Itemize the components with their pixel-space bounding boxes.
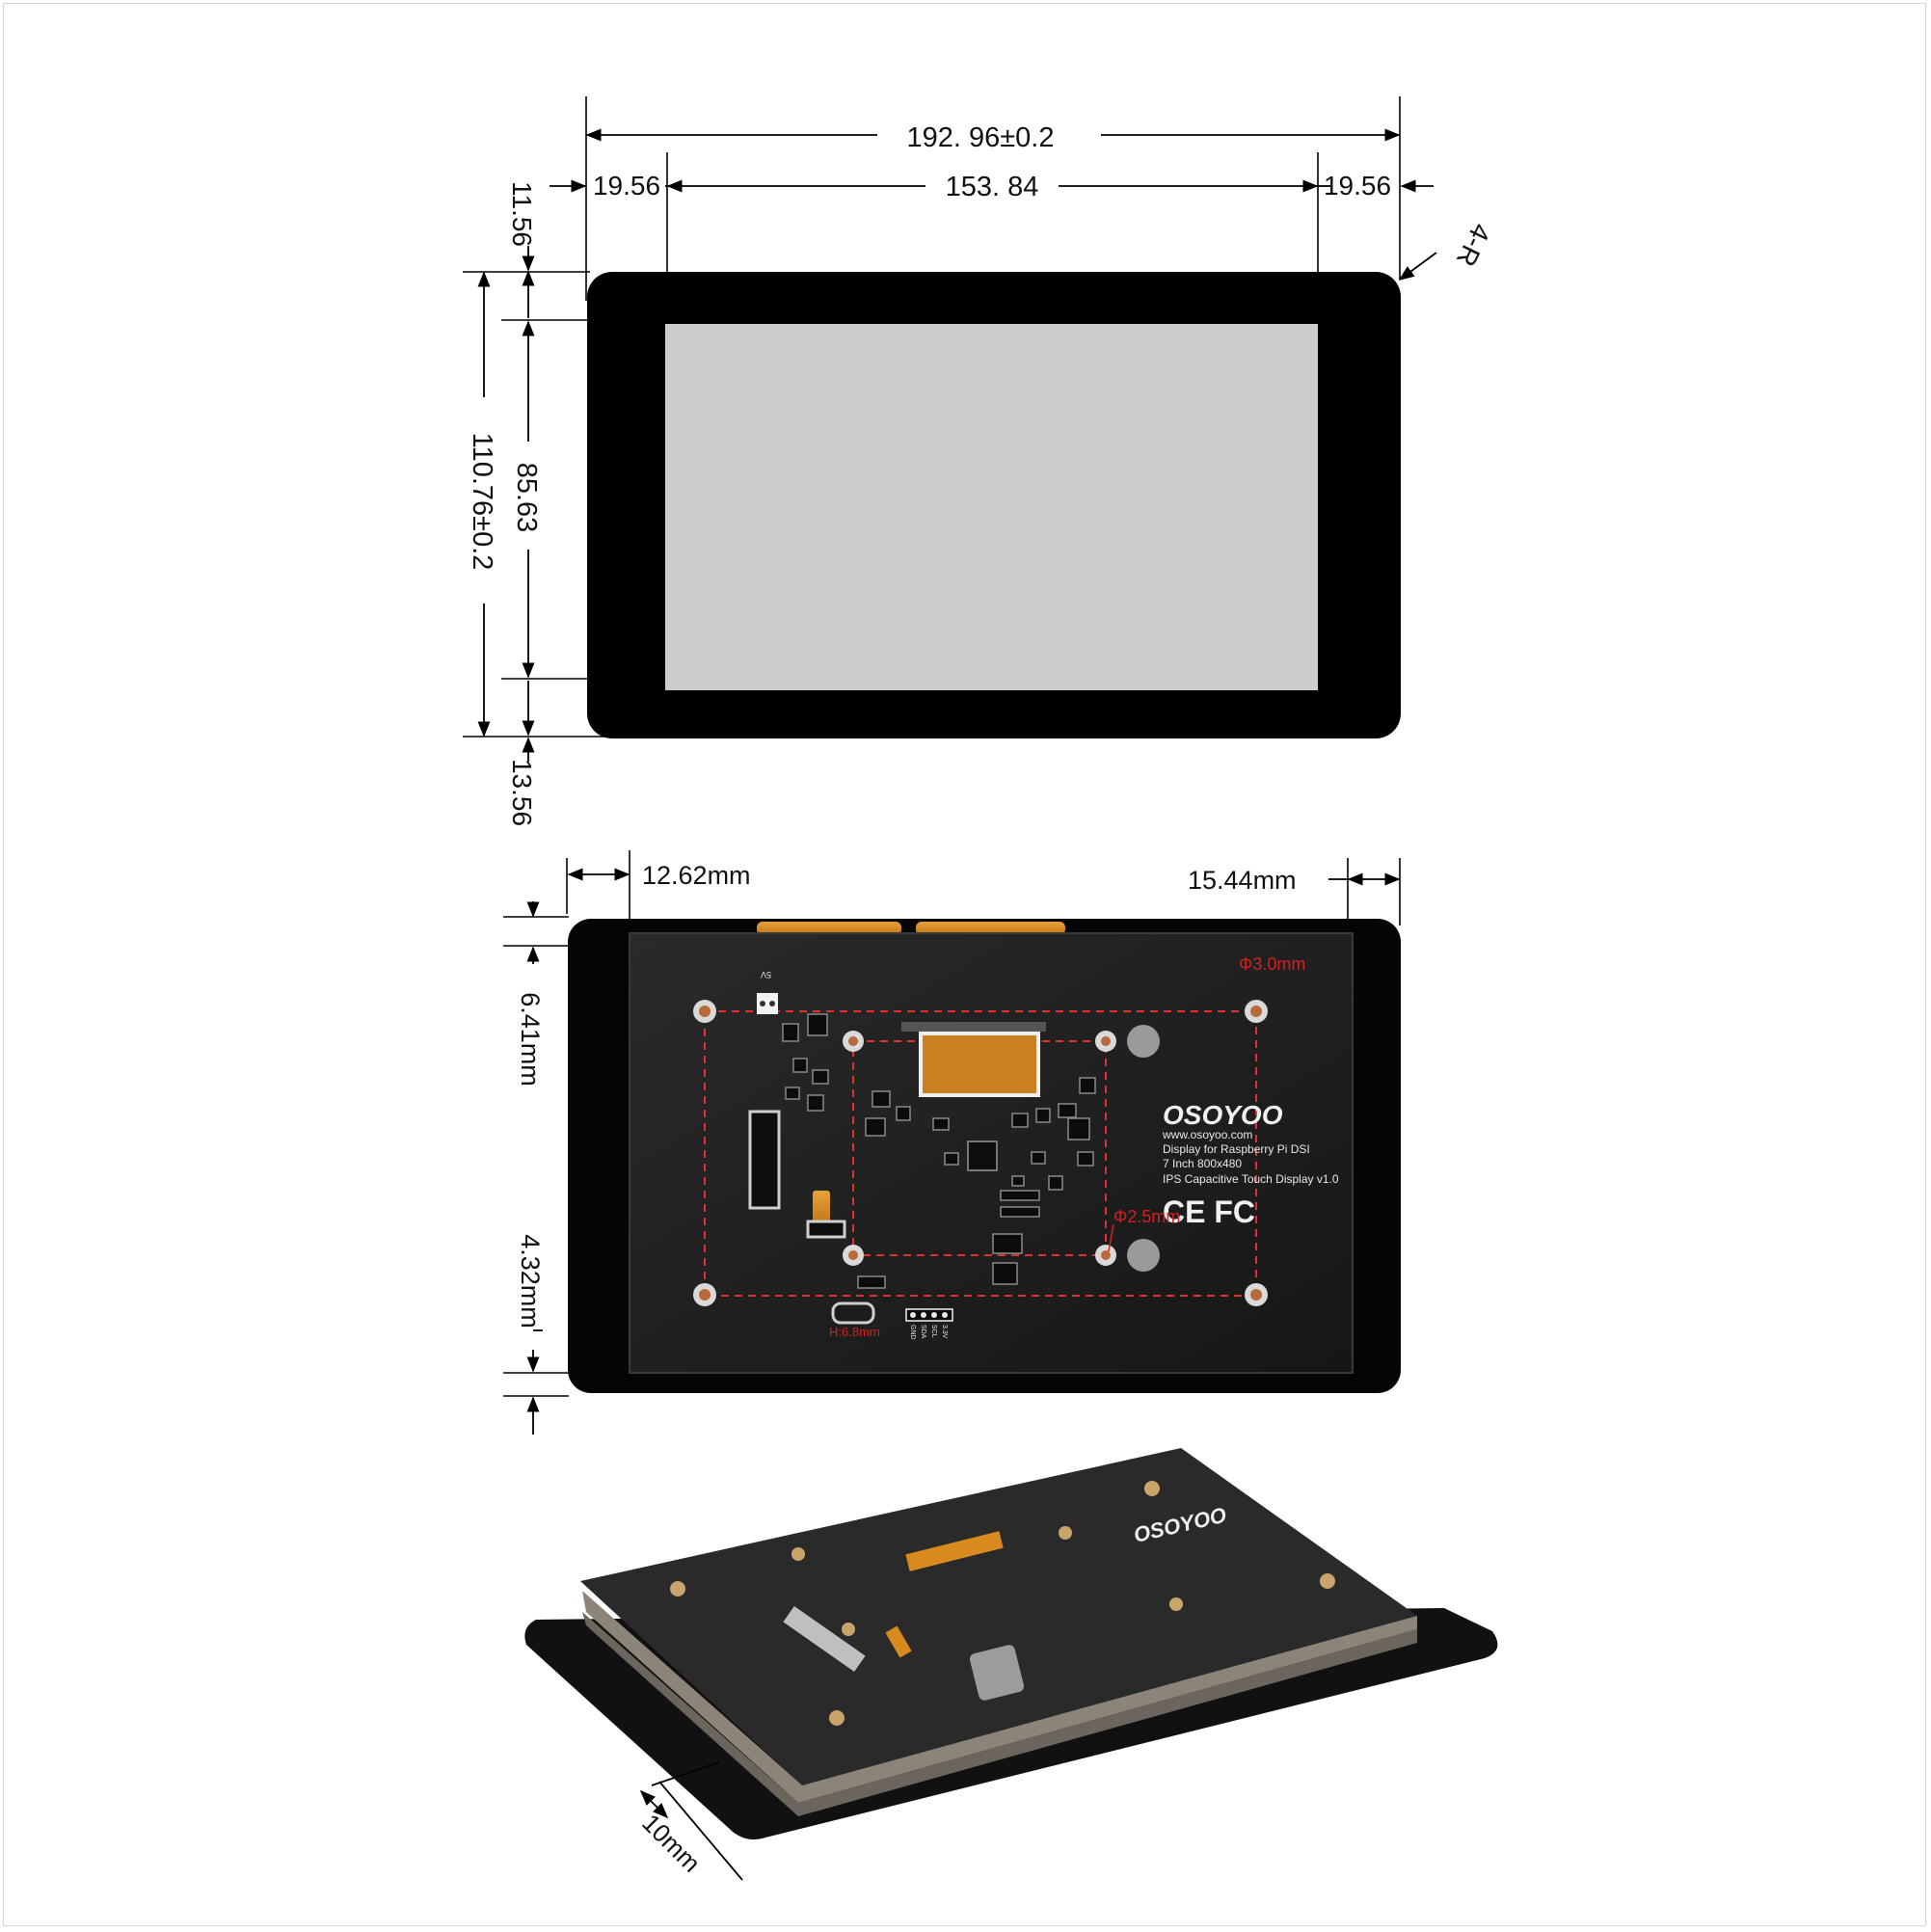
small-flex-tab (813, 1191, 830, 1225)
pin-label: SCL (930, 1325, 937, 1338)
outer-hole-diameter-label: Φ3.0mm (1239, 954, 1305, 974)
corner-radius-leader (1398, 252, 1437, 281)
mount-hole (1095, 1245, 1116, 1266)
board-label-line: Display for Raspberry Pi DSI (1163, 1142, 1310, 1156)
inner-hole-diameter-label: Φ2.5mm (1113, 1207, 1180, 1226)
perspective-usb-port (969, 1645, 1025, 1701)
i2c-header (905, 1308, 953, 1322)
back-view-extension-lines (503, 850, 1401, 1397)
mount-hole (1245, 1283, 1268, 1306)
left-offset-label: 12.62mm (642, 861, 751, 890)
mount-hole (1245, 1000, 1268, 1023)
standoff-disc (1127, 1239, 1160, 1272)
perspective-view: OSOYOO 10mm (524, 1448, 1498, 1881)
mount-holes (693, 1000, 1268, 1306)
overall-width-label: 192. 96±0.2 (907, 122, 1055, 153)
overall-height-label: 110.76±0.2 (467, 433, 497, 571)
left-bezel-label: 19.56 (593, 171, 660, 201)
inner-hole-leader (1108, 1223, 1114, 1252)
active-height-label: 85.63 (511, 463, 542, 533)
controller-chip (967, 1140, 998, 1171)
mount-hole (693, 1000, 716, 1023)
active-area (665, 324, 1318, 690)
power-jumper (757, 993, 778, 1014)
back-view: OSOYOO www.osoyoo.com Display for Raspbe… (503, 850, 1401, 1435)
outer-mount-hole-pattern (704, 1010, 1257, 1297)
dsi-connector-slot (901, 1022, 1046, 1032)
flex-cable-left (757, 922, 901, 935)
active-width-label: 153. 84 (946, 172, 1039, 202)
bottom-bezel-label: 13.56 (507, 759, 537, 826)
top-offset-label: 6.41mm (516, 992, 545, 1087)
board-label-line: www.osoyoo.com (1162, 1128, 1252, 1141)
pin-label: 3.3V (941, 1325, 948, 1339)
corner-radius-label: 4-R (1451, 219, 1497, 271)
thickness-label: 10mm (636, 1808, 706, 1877)
perspective-side-connector (783, 1605, 866, 1673)
page-border (3, 3, 1926, 1926)
top-bezel-label: 11.56 (507, 181, 537, 247)
mount-hole (843, 1245, 864, 1266)
dsi-connector (919, 1032, 1040, 1097)
bottom-offset-label: 4.32mm (516, 1234, 545, 1328)
right-offset-label: 15.44mm (1188, 866, 1297, 895)
brand-logo: OSOYOO (1163, 1100, 1283, 1130)
certification-marks: CE FC (1163, 1194, 1255, 1229)
usb-c-port (831, 1301, 875, 1325)
board-label-line: 7 Inch 800x480 (1163, 1157, 1242, 1170)
top-view: 192. 96±0.2 153. 84 19.56 19.56 4-R 110.… (463, 96, 1496, 826)
perspective-flex-tab (885, 1625, 912, 1658)
usb-height-note: H:6.8mm (829, 1325, 880, 1339)
pin-label: GND (909, 1325, 916, 1340)
mount-hole (843, 1031, 864, 1052)
standoff-disc (1127, 1025, 1160, 1058)
power-label: 5V (761, 970, 771, 979)
pin-label: SDA (920, 1325, 926, 1339)
thickness-extension-bottom (651, 1761, 720, 1786)
thickness-extension-top (658, 1781, 743, 1881)
small-connector (806, 1220, 846, 1239)
perspective-connector (905, 1531, 1004, 1571)
thickness-dim-arrow (639, 1789, 669, 1819)
right-bezel-label: 19.56 (1324, 171, 1391, 201)
side-connector (748, 1110, 781, 1210)
perspective-mount-holes (670, 1481, 1335, 1726)
flex-cable-right (916, 922, 1065, 935)
mount-hole (693, 1283, 716, 1306)
mount-hole (1095, 1031, 1116, 1052)
board-label-line: IPS Capacitive Touch Display v1.0 (1163, 1172, 1339, 1186)
pcb-components (782, 1013, 1096, 1322)
perspective-pcb (580, 1448, 1417, 1785)
